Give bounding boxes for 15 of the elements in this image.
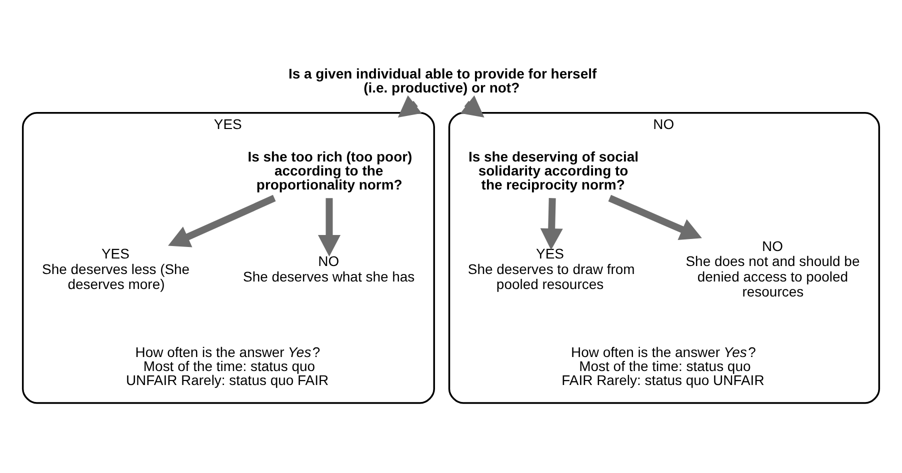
node-text: YES She deserves to draw from pooled resources (468, 245, 635, 292)
node-text: NO She deserves what she has (243, 252, 415, 284)
arrow (608, 194, 702, 240)
arrow (318, 198, 341, 256)
node-text: Is she too rich (too poor) according to the proportionality norm? (248, 148, 412, 192)
node-text: Is she deserving of social solidarity according to the reciprocity norm? (468, 148, 639, 192)
node-text: How often is the answer Yes? Most of the time: status quo FAIR Rarely: status quo UNFAIR (562, 344, 764, 388)
arrow (168, 194, 276, 247)
node-text: Is a given individual able to provide for herself (i.e. productive) or not? (288, 65, 597, 96)
arrow (398, 94, 422, 118)
node-text: YES She deserves less (She deserves more) (42, 245, 190, 292)
arrow (540, 198, 563, 250)
node-text: NO She does not and should be denied access to pooled resources (686, 238, 860, 300)
arrow (460, 94, 484, 118)
node-text: How often is the answer Yes? Most of the time: status quo UNFAIR Rarely: status quo FAIR (126, 344, 329, 388)
